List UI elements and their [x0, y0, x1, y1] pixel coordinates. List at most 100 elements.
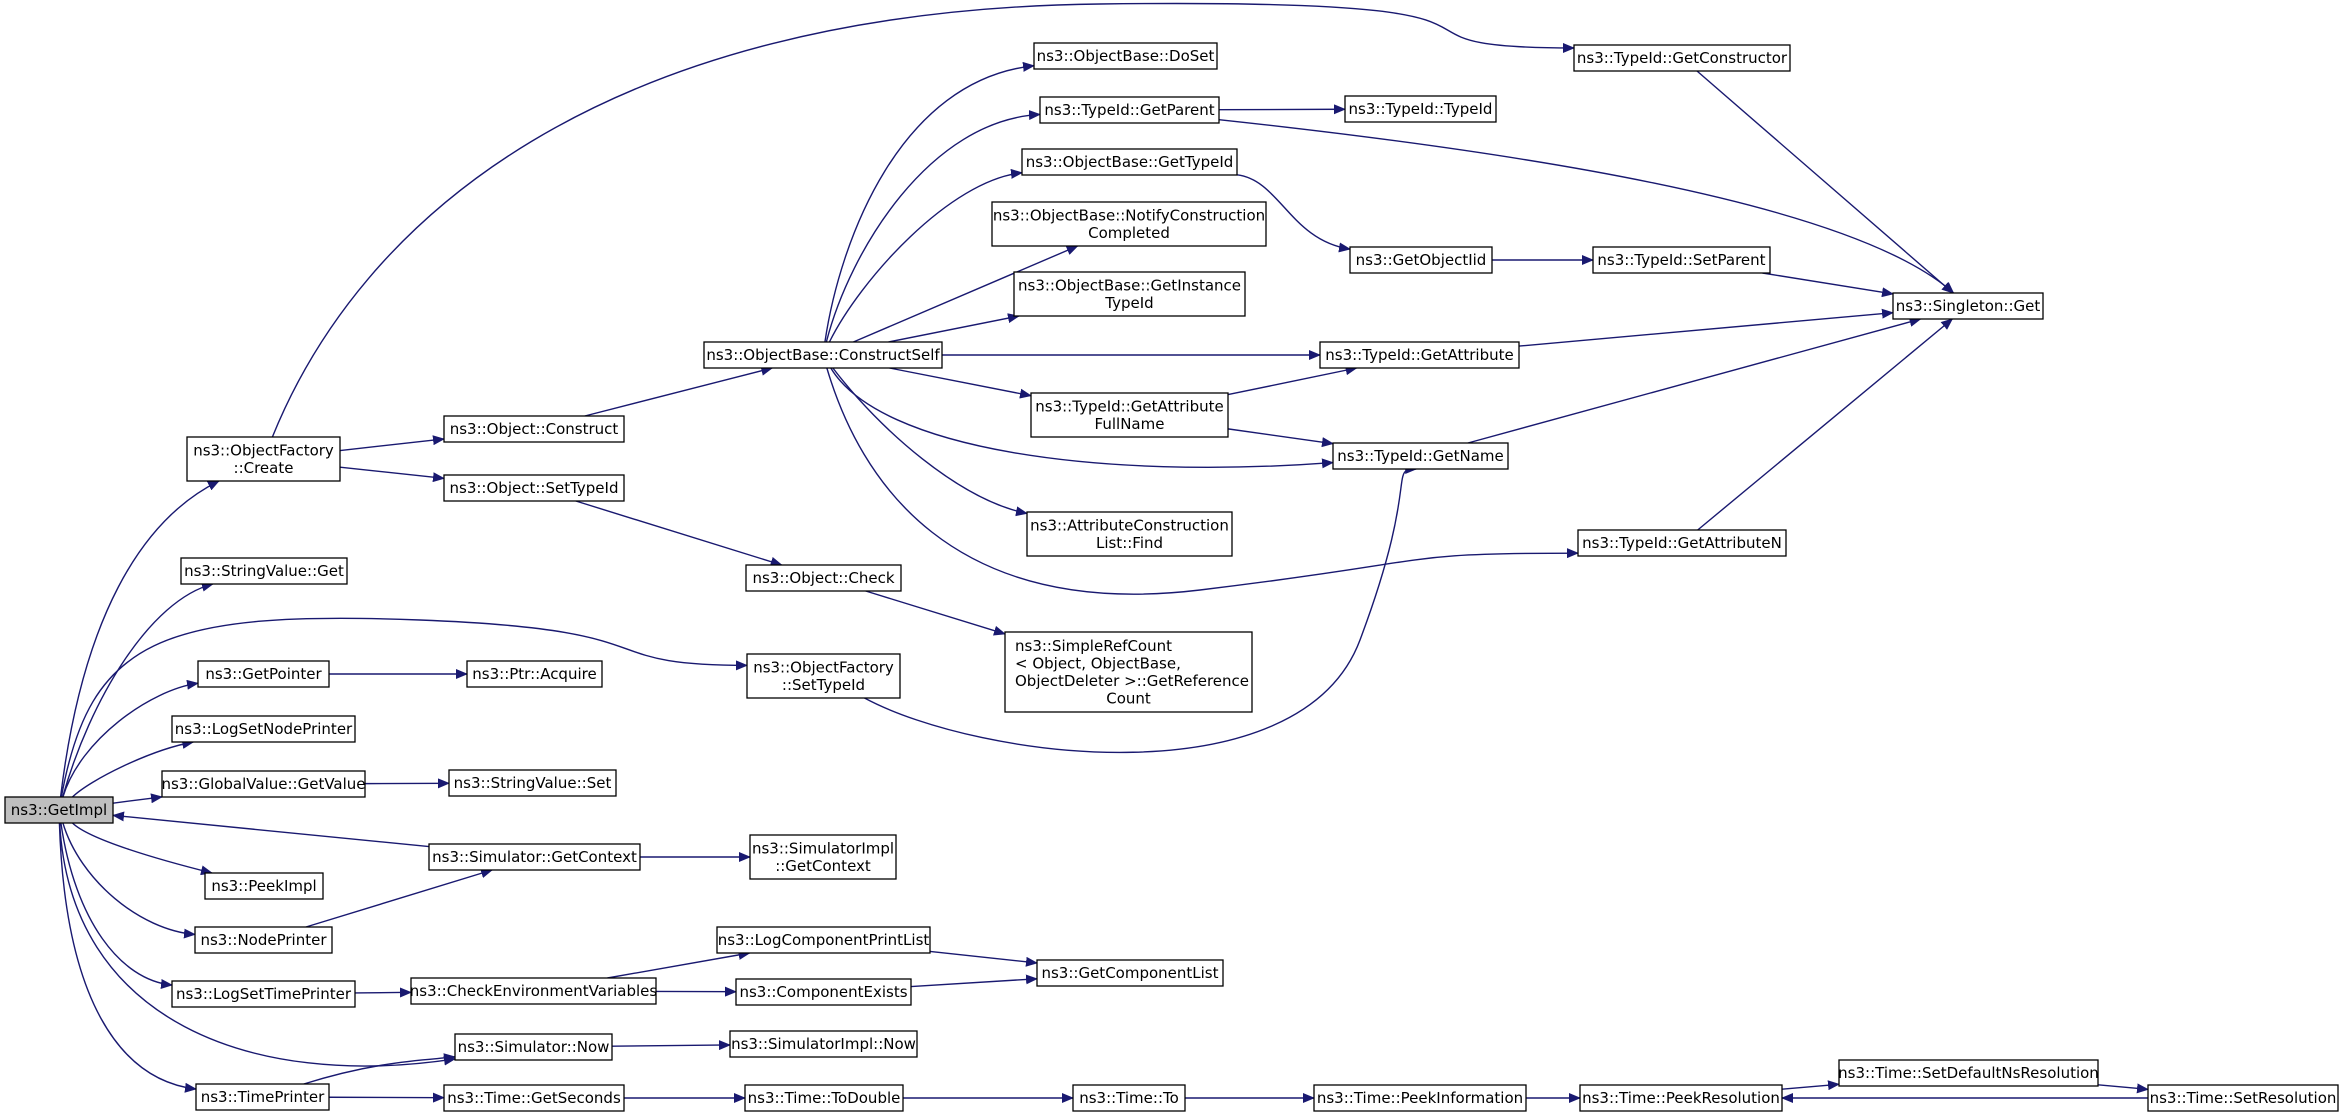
node-box	[1332, 442, 1509, 470]
node-time_todouble[interactable]: ns3::Time::ToDouble	[744, 1084, 904, 1112]
node-objbase_notify[interactable]: ns3::ObjectBase::NotifyConstructionCompl…	[991, 201, 1267, 247]
node-time_setresolution[interactable]: ns3::Time::SetResolution	[2147, 1084, 2339, 1112]
node-box	[1030, 392, 1229, 438]
node-time_peekinformation[interactable]: ns3::Time::PeekInformation	[1313, 1084, 1527, 1112]
node-label-line: ns3::ObjectBase::NotifyConstruction	[993, 206, 1265, 224]
node-box	[1573, 44, 1791, 72]
node-label-line: ns3::LogSetTimePrinter	[176, 985, 352, 1003]
node-simimpl_now[interactable]: ns3::SimulatorImpl::Now	[729, 1030, 918, 1058]
edge-logsettimeprinter-to-checkenv	[354, 987, 412, 998]
node-label-line: ns3::LogComponentPrintList	[718, 931, 930, 949]
edge-getimpl-to-objfactory_settypeid	[60, 617, 748, 798]
node-stringvalue_get[interactable]: ns3::StringValue::Get	[180, 557, 348, 585]
edge-objbase_constructself-to-objbase_notify	[853, 245, 1079, 343]
node-logsettimeprinter[interactable]: ns3::LogSetTimePrinter	[171, 980, 356, 1008]
node-stringvalue_set[interactable]: ns3::StringValue::Set	[448, 769, 617, 797]
node-label-line: ObjectDeleter >::GetReference	[1015, 672, 1249, 690]
node-box	[161, 770, 366, 798]
node-time_getseconds[interactable]: ns3::Time::GetSeconds	[443, 1084, 625, 1112]
node-object_construct[interactable]: ns3::Object::Construct	[443, 415, 625, 443]
edge-time_setdefaultns-to-time_setresolution	[2097, 1083, 2149, 1094]
node-logsetnodeprinter[interactable]: ns3::LogSetNodePrinter	[171, 715, 356, 743]
node-typeid_getname[interactable]: ns3::TypeId::GetName	[1332, 442, 1509, 470]
node-objfactory_settypeid[interactable]: ns3::ObjectFactory::SetTypeId	[746, 653, 901, 699]
node-label-line: ns3::TypeId::GetAttribute	[1035, 397, 1223, 415]
node-globalvalue_getvalue[interactable]: ns3::GlobalValue::GetValue	[161, 770, 366, 798]
node-logcomp_printlist[interactable]: ns3::LogComponentPrintList	[716, 926, 931, 954]
edge-getimpl-to-getpointer	[62, 679, 199, 798]
node-timeprinter[interactable]: ns3::TimePrinter	[195, 1083, 330, 1111]
edge-getimpl-to-logsetnodeprinter	[71, 739, 195, 798]
node-box	[180, 557, 348, 585]
node-box	[443, 415, 625, 443]
node-label-line: ns3::ObjectBase::ConstructSelf	[706, 346, 940, 364]
node-sim_now[interactable]: ns3::Simulator::Now	[454, 1033, 613, 1061]
edge-objbase_constructself-to-attrconstruction_find	[832, 367, 1028, 517]
node-typeid_getparent[interactable]: ns3::TypeId::GetParent	[1039, 96, 1220, 124]
node-getpointer[interactable]: ns3::GetPointer	[197, 660, 330, 688]
node-label-line: ns3::TypeId::TypeId	[1349, 100, 1493, 118]
node-object_check[interactable]: ns3::Object::Check	[745, 564, 902, 592]
node-label-line: ns3::Object::Construct	[450, 420, 619, 438]
node-object_settypeid[interactable]: ns3::Object::SetTypeId	[443, 474, 625, 502]
node-objbase_gettypeid[interactable]: ns3::ObjectBase::GetTypeId	[1021, 148, 1238, 176]
edge-objbase_constructself-to-objbase_doset	[824, 61, 1035, 343]
node-box	[1033, 42, 1218, 70]
node-label-line: ns3::TypeId::GetAttribute	[1325, 346, 1513, 364]
node-label-line: ns3::GetImpl	[11, 801, 107, 819]
node-nodeprinter[interactable]: ns3::NodePrinter	[194, 926, 333, 954]
node-time_peekresolution[interactable]: ns3::Time::PeekResolution	[1579, 1084, 1783, 1112]
edge-objbase_constructself-to-typeid_getname	[830, 367, 1334, 469]
node-typeid_setparent[interactable]: ns3::TypeId::SetParent	[1592, 246, 1771, 274]
node-label-line: ns3::Ptr::Acquire	[472, 665, 596, 683]
node-label-line: ns3::SimulatorImpl::Now	[731, 1035, 916, 1053]
node-peekimpl[interactable]: ns3::PeekImpl	[204, 872, 324, 900]
node-label-line: Completed	[1088, 224, 1170, 242]
node-label-line: ns3::Time::GetSeconds	[447, 1089, 621, 1107]
node-typeid_typeid[interactable]: ns3::TypeId::TypeId	[1344, 95, 1497, 123]
node-objbase_doset[interactable]: ns3::ObjectBase::DoSet	[1033, 42, 1218, 70]
node-label-line: List::Find	[1096, 534, 1163, 552]
node-getcomponentlist[interactable]: ns3::GetComponentList	[1036, 959, 1224, 987]
node-ptr_acquire[interactable]: ns3::Ptr::Acquire	[466, 660, 603, 688]
node-objfactory_create[interactable]: ns3::ObjectFactory::Create	[186, 436, 341, 482]
edge-objfactory_settypeid-to-typeid_getname	[864, 464, 1418, 754]
node-box	[735, 978, 912, 1006]
node-typeid_getattributen[interactable]: ns3::TypeId::GetAttributeN	[1577, 529, 1787, 557]
node-sim_getcontext[interactable]: ns3::Simulator::GetContext	[428, 843, 641, 871]
node-box	[204, 872, 324, 900]
edge-typeid_getattrfullname-to-typeid_getname	[1227, 428, 1334, 448]
node-label-line: ns3::ObjectBase::DoSet	[1037, 47, 1215, 65]
node-box	[1838, 1059, 2099, 1087]
node-label-line: ns3::GetObjectIid	[1356, 251, 1487, 269]
node-getimpl[interactable]: ns3::GetImpl	[4, 796, 114, 824]
node-time_to[interactable]: ns3::Time::To	[1072, 1084, 1186, 1112]
node-objbase_constructself[interactable]: ns3::ObjectBase::ConstructSelf	[703, 341, 943, 369]
node-componentexists[interactable]: ns3::ComponentExists	[735, 978, 912, 1006]
node-singleton_get[interactable]: ns3::Singleton::Get	[1892, 292, 2044, 320]
node-checkenv[interactable]: ns3::CheckEnvironmentVariables	[410, 977, 658, 1005]
edge-objbase_gettypeid-to-getobjectiid	[1236, 174, 1351, 253]
node-box	[186, 436, 341, 482]
node-time_setdefaultns[interactable]: ns3::Time::SetDefaultNsResolution	[1838, 1059, 2099, 1087]
edge-getimpl-to-timeprinter	[58, 822, 197, 1093]
node-simplerefcount[interactable]: ns3::SimpleRefCount< Object, ObjectBase,…	[1004, 631, 1253, 713]
edge-getimpl-to-logsettimeprinter	[60, 822, 173, 989]
node-box	[197, 660, 330, 688]
edge-objbase_constructself-to-objbase_gettypeid	[828, 168, 1023, 343]
node-getobjectiid[interactable]: ns3::GetObjectIid	[1349, 246, 1493, 274]
node-label-line: ::SetTypeId	[782, 676, 865, 694]
edge-typeid_getname-to-singleton_get	[1467, 317, 1922, 444]
node-label-line: ns3::SimpleRefCount	[1015, 637, 1172, 655]
edge-typeid_getattribute-to-singleton_get	[1518, 308, 1894, 347]
node-box	[1004, 631, 1253, 713]
node-box	[1013, 271, 1246, 317]
node-typeid_getattribute[interactable]: ns3::TypeId::GetAttribute	[1319, 341, 1520, 369]
node-box	[2147, 1084, 2339, 1112]
node-simimpl_getcontext[interactable]: ns3::SimulatorImpl::GetContext	[749, 834, 897, 880]
node-typeid_getconstructor[interactable]: ns3::TypeId::GetConstructor	[1573, 44, 1791, 72]
edge-sim_getcontext-to-getimpl	[112, 811, 430, 848]
